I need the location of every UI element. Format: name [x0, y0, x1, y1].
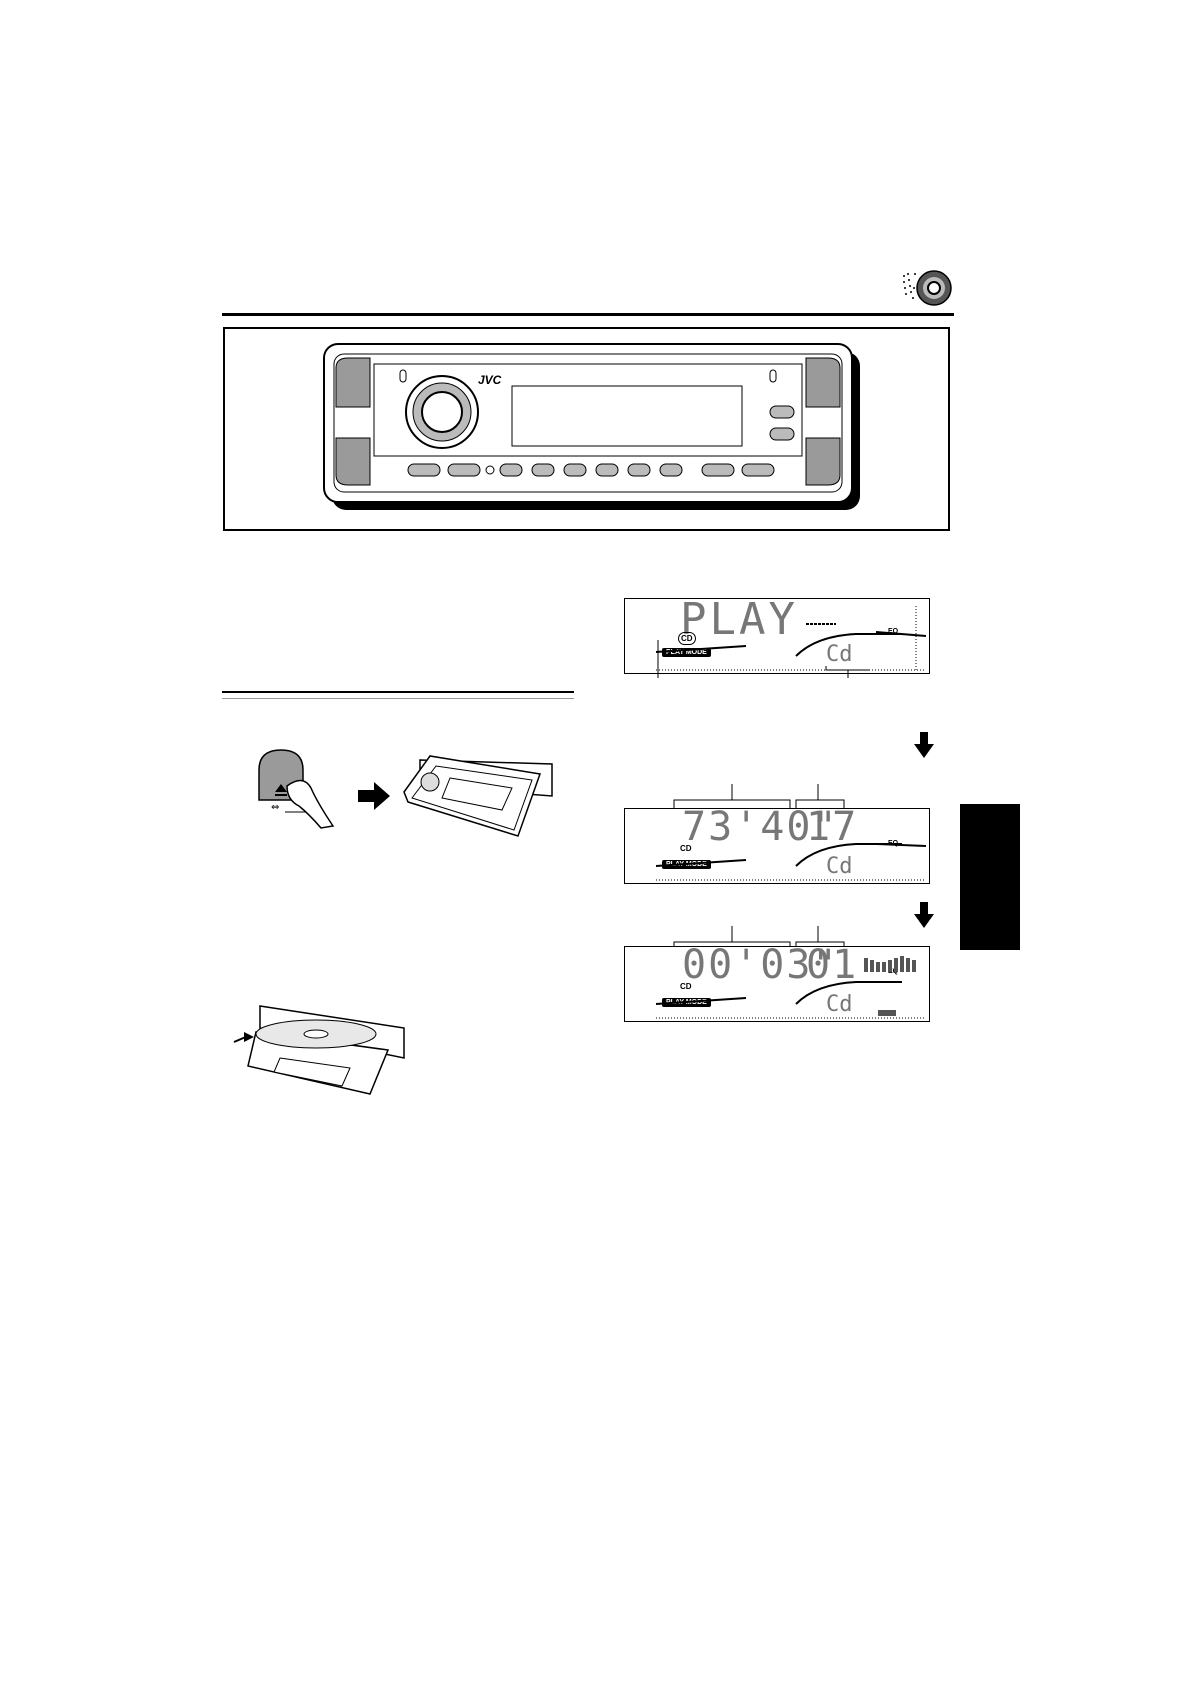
- eq-indicator-3: EQ: [888, 968, 899, 975]
- lcd3-sub-text: Cd: [826, 992, 853, 1017]
- lcd3-source: CD: [680, 982, 692, 991]
- car-stereo-front-panel: [322, 342, 862, 512]
- arrow-down-icon: [914, 732, 934, 763]
- lcd1-decor: [626, 600, 930, 679]
- lcd2-decor: [626, 810, 930, 889]
- lcd-display-3: [624, 946, 930, 1022]
- open-panel-illustration: [402, 746, 562, 842]
- lcd-display-2: [624, 808, 930, 884]
- svg-text:⇔: ⇔: [271, 802, 279, 813]
- callout-lines-1: [650, 640, 873, 695]
- eject-illustration: ⇔: [255, 748, 345, 830]
- lcd3-track: 01: [806, 942, 859, 988]
- play-mode-indicator: PLAY MODE: [662, 648, 711, 657]
- callout-brackets-2: [672, 784, 852, 813]
- lcd2-sub-text: Cd: [826, 854, 853, 879]
- lcd3-main-text: 00'03": [682, 942, 839, 988]
- lcd3-decor: [626, 948, 930, 1027]
- lcd2-main-text: 73'40": [682, 804, 839, 850]
- brand-logo: JVC: [478, 373, 502, 387]
- lcd1-main-text: PLAY: [680, 594, 798, 645]
- cd-disc-icon: [900, 268, 956, 308]
- lcd-display-1: [624, 598, 930, 674]
- lcd2-source: CD: [680, 844, 692, 853]
- lcd1-sub-text: Cd: [826, 642, 853, 667]
- section-rule-thin: [222, 698, 574, 699]
- arrow-down-icon-2: [914, 902, 934, 933]
- top-rule: [222, 313, 954, 316]
- cd-badge: CD: [678, 632, 696, 645]
- eq-indicator: EQ: [888, 628, 899, 635]
- section-rule: [222, 691, 574, 693]
- insert-disc-illustration: [230, 1002, 410, 1098]
- lcd2-track: 17: [806, 804, 859, 850]
- arrow-right-icon: [356, 782, 392, 815]
- section-tab: [960, 804, 1020, 950]
